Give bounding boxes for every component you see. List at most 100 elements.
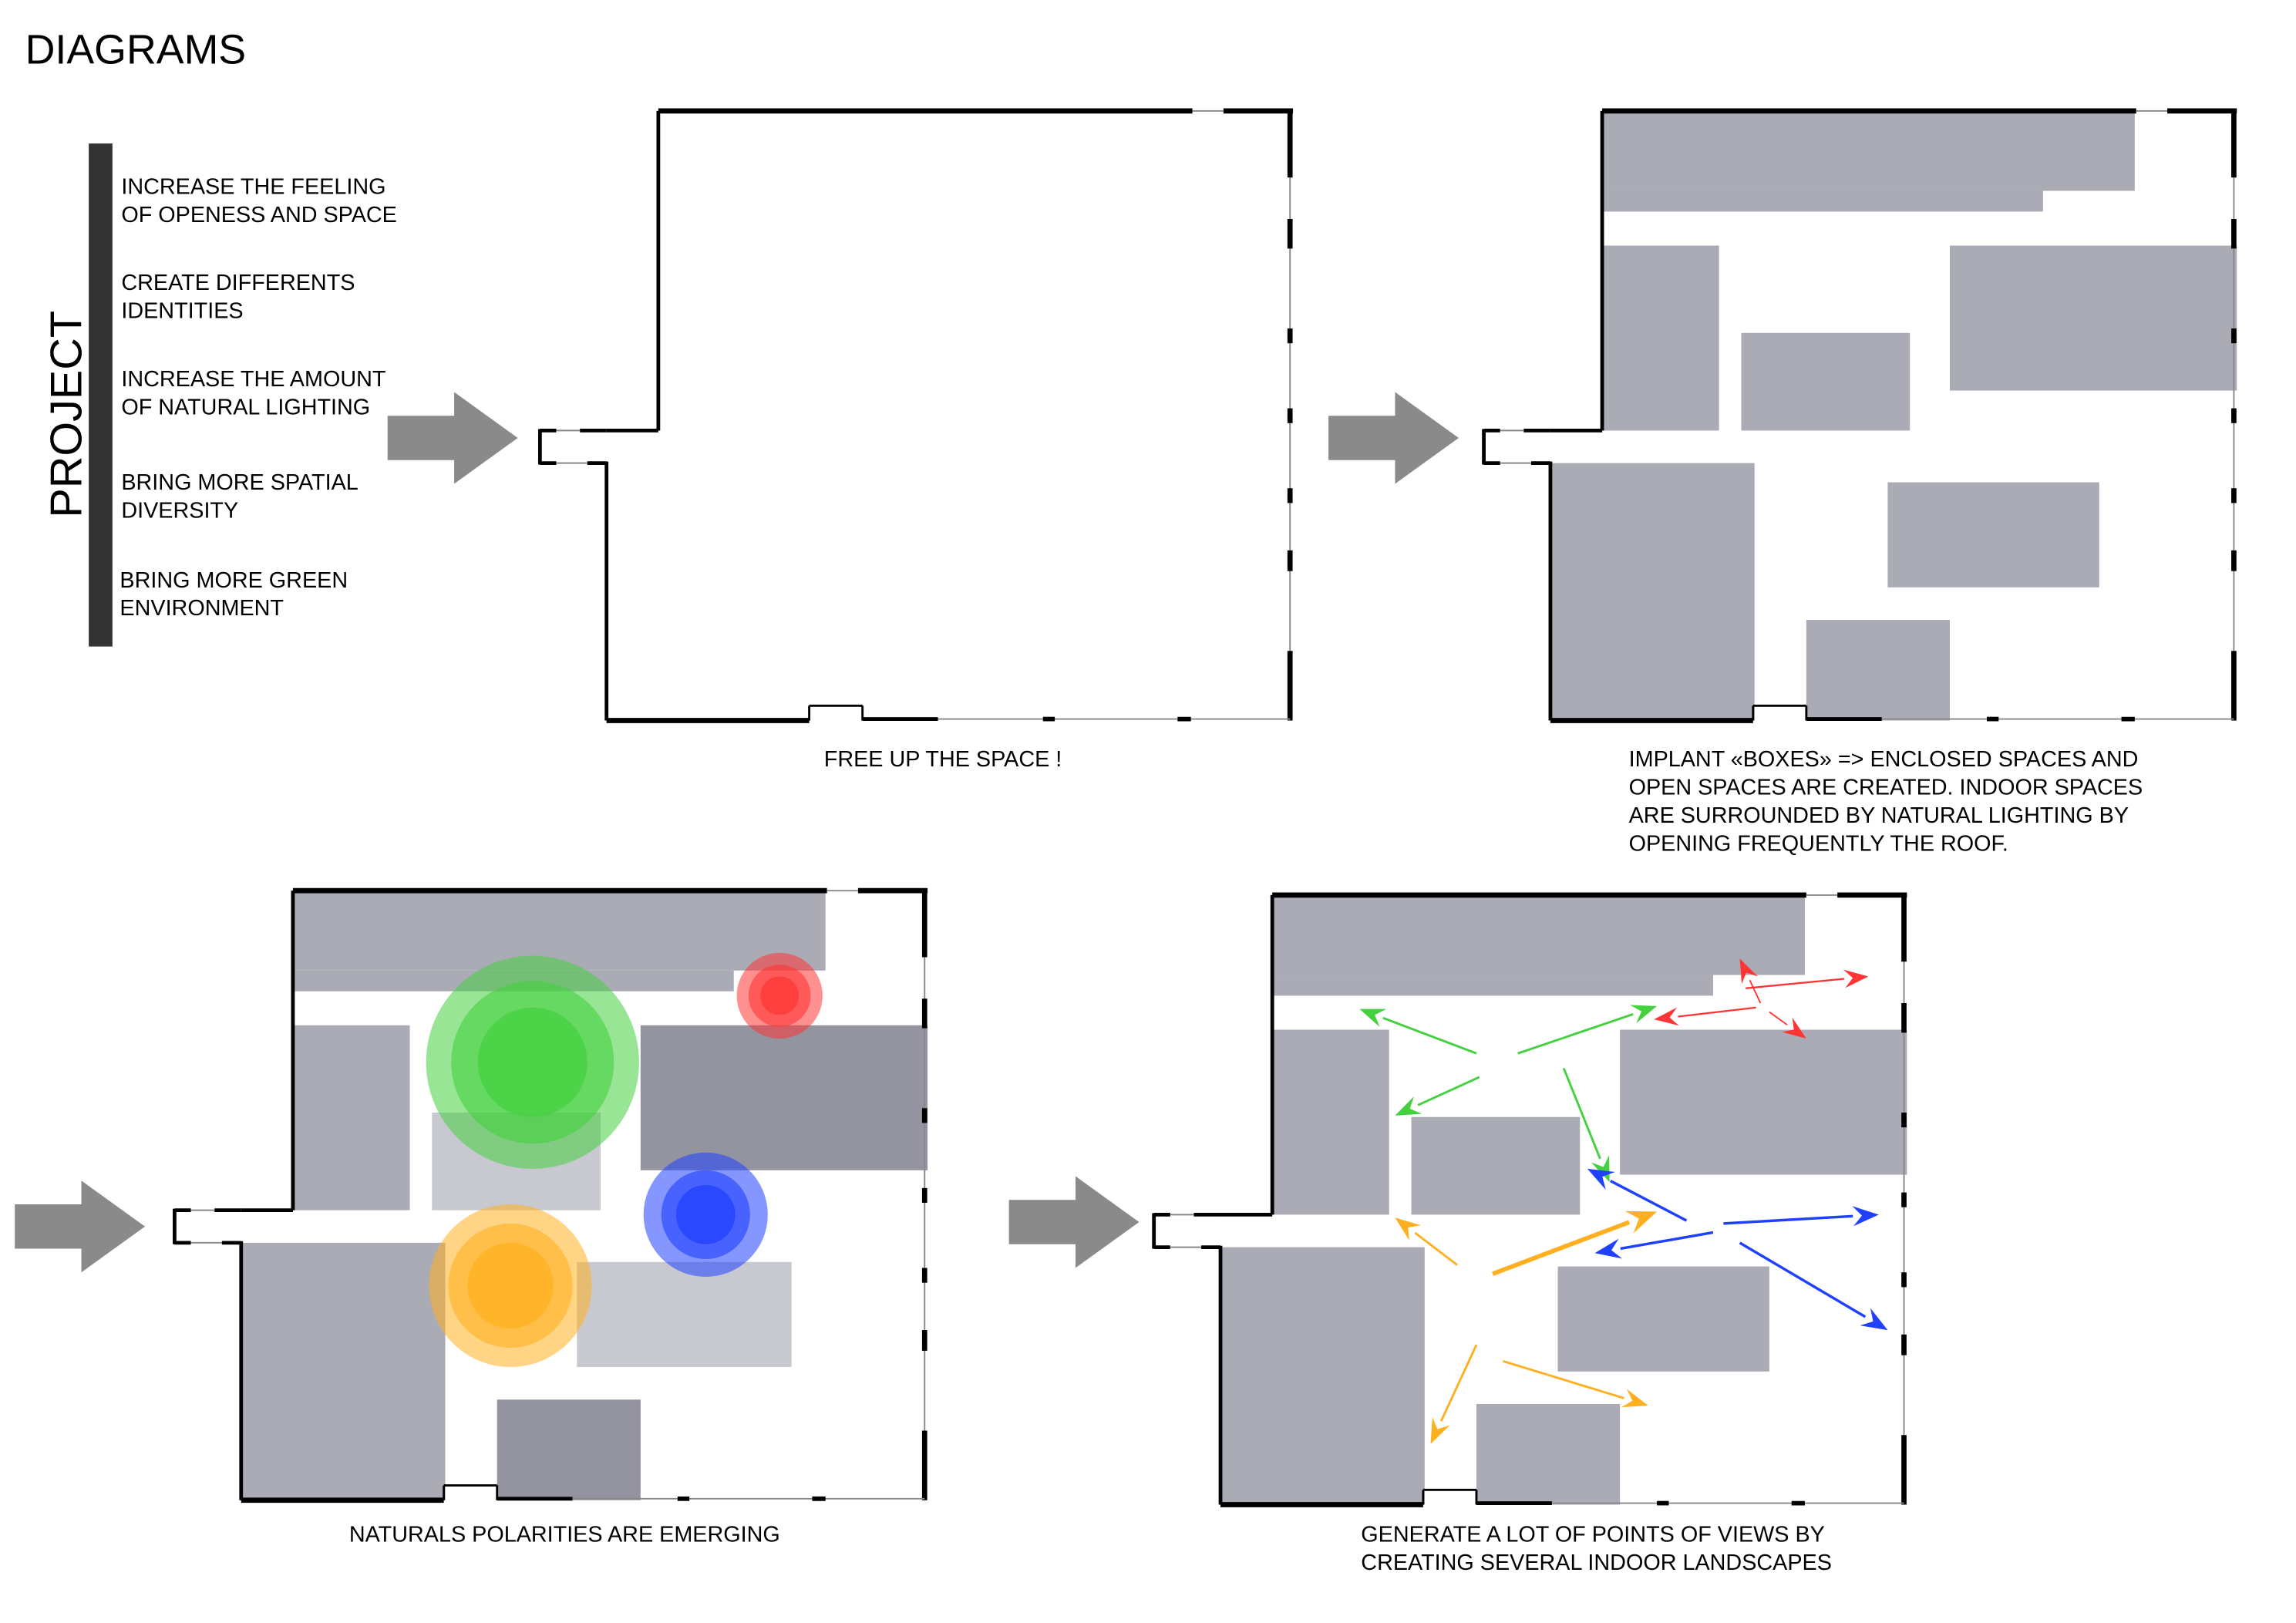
diagram-implant-boxes	[1328, 108, 2237, 723]
orange-polarity	[429, 1204, 592, 1368]
goal-item-text: OF NATURAL LIGHTING	[121, 395, 370, 419]
goal-item-text: BRING MORE SPATIAL	[121, 470, 358, 495]
space-box	[1476, 1404, 1621, 1505]
caption-implant-boxes: IMPLANT «BOXES» => ENCLOSED SPACES AND	[1629, 747, 2139, 772]
space-box	[577, 1261, 792, 1368]
view-arrow-icon-head	[1782, 1017, 1806, 1039]
view-arrow-icon-head	[1359, 1008, 1387, 1027]
view-arrow-icon-shaft	[1414, 1231, 1458, 1266]
space-box	[1949, 245, 2237, 391]
caption-implant-boxes: ARE SURROUNDED BY NATURAL LIGHTING BY	[1629, 803, 2129, 828]
view-arrow-icon-shaft	[1739, 1241, 1867, 1318]
view-arrow-icon-shaft	[1678, 1006, 1756, 1018]
view-arrow-icon-shaft	[1610, 1180, 1688, 1222]
view-arrow-icon-head	[1860, 1308, 1888, 1331]
view-arrow-icon	[1594, 1231, 1714, 1259]
view-arrow-icon-head	[1843, 969, 1869, 988]
blue-polarity-inner	[675, 1185, 736, 1244]
space-box	[241, 1242, 446, 1500]
green-polarity	[426, 955, 639, 1169]
view-arrow-icon-shaft	[1439, 1344, 1478, 1422]
view-arrow-icon	[1587, 1168, 1688, 1222]
building-outline	[1482, 108, 2237, 723]
goal-item-text: BRING MORE GREEN	[120, 568, 348, 593]
space-box	[1411, 1116, 1581, 1215]
view-arrow-icon-shaft	[1769, 1011, 1788, 1025]
space-box	[1272, 896, 1805, 975]
view-arrow-icon-shaft	[1492, 1220, 1631, 1276]
view-arrow-icon-shaft	[1417, 1076, 1480, 1106]
space-box	[1550, 463, 1755, 721]
view-arrow-icon-shaft	[1503, 1359, 1624, 1399]
space-boxes	[1220, 896, 1907, 1505]
view-arrow-icon-shaft	[1517, 1012, 1634, 1055]
view-arrow-icon-head	[1624, 1211, 1658, 1234]
goal-item-text: DIVERSITY	[121, 499, 238, 524]
view-arrow-icon	[1395, 1076, 1480, 1116]
space-box	[1806, 620, 1950, 721]
space-box	[292, 1025, 410, 1211]
view-arrow-icon	[1395, 1217, 1458, 1266]
space-box	[292, 892, 826, 971]
space-boxes	[1550, 112, 2237, 721]
project-bar	[89, 143, 113, 647]
view-arrow-icon-head	[1395, 1096, 1422, 1116]
view-arrow-icon-shaft	[1620, 1231, 1714, 1251]
view-arrow-icon-head	[1594, 1238, 1622, 1259]
space-box	[1741, 332, 1911, 431]
view-arrow-icon	[1503, 1359, 1648, 1408]
view-arrow-icon	[1723, 1206, 1879, 1227]
building-outline	[1152, 892, 1907, 1507]
space-box	[1620, 1029, 1907, 1175]
view-arrow-icon-head	[1587, 1168, 1615, 1190]
view-arrow-icon-head	[1739, 958, 1758, 985]
goal-item-text: IDENTITIES	[121, 299, 243, 324]
view-arrow-icon	[1492, 1211, 1658, 1276]
space-box	[1220, 1247, 1425, 1505]
space-box	[1557, 1266, 1769, 1372]
space-box	[1272, 1029, 1389, 1215]
diagram-free-up-space	[387, 108, 1294, 723]
orange-polarity-inner	[467, 1242, 554, 1329]
red-polarity-inner	[760, 976, 800, 1015]
building-outline	[173, 887, 928, 1503]
view-arrow-icon-shaft	[1746, 978, 1845, 989]
entry-arrow-icon	[1008, 1176, 1140, 1268]
goal-item-text: OF OPENESS AND SPACE	[121, 203, 397, 227]
caption-points-of-view: CREATING SEVERAL INDOOR LANDSCAPES	[1361, 1551, 1832, 1575]
view-arrow-icon	[1430, 1344, 1478, 1444]
view-arrow-icon-head	[1654, 1007, 1679, 1026]
caption-implant-boxes: OPEN SPACES ARE CREATED. INDOOR SPACES	[1629, 775, 2143, 800]
space-box	[1602, 245, 1719, 431]
view-arrow-icon	[1746, 969, 1869, 989]
view-arrow-icon	[1517, 1005, 1658, 1055]
space-box	[1602, 190, 2043, 212]
space-box	[1887, 482, 2099, 588]
caption-free-up-space: FREE UP THE SPACE !	[824, 747, 1062, 772]
view-arrow-icon-shaft	[1382, 1016, 1477, 1055]
entry-arrow-icon	[1328, 392, 1459, 484]
view-arrow-icon	[1654, 1006, 1756, 1026]
captions: FREE UP THE SPACE ! IMPLANT «BOXES» => EN…	[349, 747, 2143, 1575]
view-arrow-icon	[1739, 1241, 1888, 1331]
view-arrow-icon	[1739, 958, 1762, 1004]
view-arrow-icon-head	[1621, 1389, 1648, 1408]
space-box	[1272, 975, 1713, 996]
view-arrow-icon-shaft	[1562, 1067, 1601, 1160]
view-arrow-icon	[1359, 1008, 1477, 1055]
building-outline	[537, 108, 1294, 723]
diagram-natural-polarities	[15, 887, 928, 1503]
caption-natural-polarities: NATURALS POLARITIES ARE EMERGING	[349, 1522, 780, 1547]
green-polarity-inner	[477, 1007, 587, 1117]
caption-points-of-view: GENERATE A LOT OF POINTS OF VIEWS BY	[1361, 1522, 1825, 1547]
space-box	[497, 1399, 641, 1500]
space-box	[1602, 112, 2135, 191]
view-arrow-icon-shaft	[1723, 1214, 1853, 1225]
view-arrow-icon	[1769, 1011, 1806, 1039]
view-arrow-icon-head	[1630, 1005, 1658, 1024]
space-box	[640, 1025, 928, 1170]
goal-item-text: CREATE DIFFERENTS	[121, 271, 355, 295]
goal-item-text: ENVIRONMENT	[120, 596, 284, 621]
